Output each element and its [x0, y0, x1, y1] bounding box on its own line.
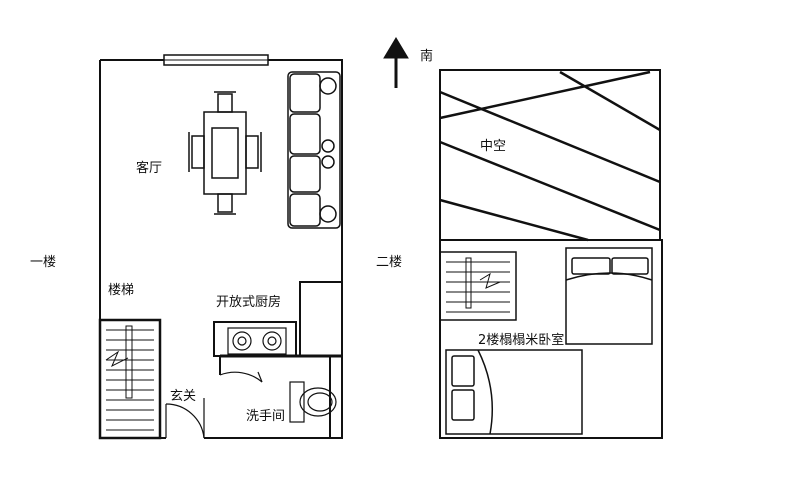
open-kitchen-label: 开放式厨房 — [216, 295, 282, 310]
north-arrow-icon — [383, 37, 409, 88]
stairs-floor1-icon — [105, 325, 154, 431]
toilet-icon — [289, 381, 337, 423]
cooktop-icon — [227, 327, 287, 355]
stairs-floor2-icon — [446, 257, 510, 313]
floor2-outline — [439, 69, 663, 439]
living-room-label: 客厅 — [136, 161, 163, 176]
entrance-label: 玄关 — [170, 389, 197, 404]
dining-table-icon — [188, 91, 262, 215]
floor1-outline — [98, 59, 343, 440]
north-label: 南 — [420, 49, 434, 64]
window — [163, 54, 269, 66]
void-label: 中空 — [480, 139, 507, 154]
bed-icon — [565, 247, 653, 345]
floor1-label: 一楼 — [30, 255, 57, 270]
bathroom-door-icon — [219, 371, 263, 383]
bed-icon — [445, 349, 583, 435]
entrance-door-icon — [165, 398, 205, 439]
void-hatch — [439, 70, 661, 242]
sofa-icon — [287, 71, 341, 229]
floor2-label: 二楼 — [376, 255, 403, 270]
loft-bedroom-label: 2楼榻榻米卧室 — [478, 333, 565, 348]
bathroom-label: 洗手间 — [246, 409, 286, 424]
stairs-label: 楼梯 — [108, 283, 135, 298]
